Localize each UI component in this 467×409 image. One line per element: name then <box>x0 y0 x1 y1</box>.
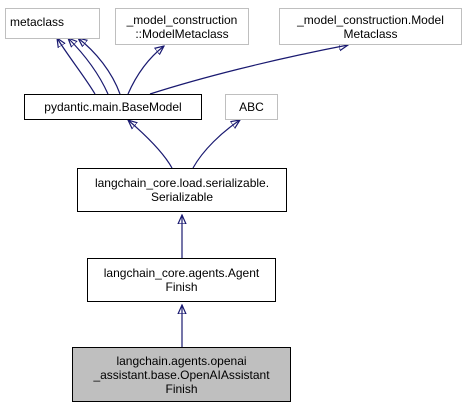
node-base-model-line-1: pydantic.main.BaseModel <box>44 100 182 114</box>
edge-serializable-basemodel <box>128 120 173 169</box>
node-serializable-line-1: langchain_core.load.serializable. <box>94 176 270 190</box>
node-model-metaclass-2-line-1: _model_construction.Model <box>297 12 444 27</box>
node-abc[interactable]: ABC <box>225 94 278 120</box>
edge-basemodel-modelmetaclass <box>127 46 164 95</box>
node-openai-assistant-finish-line-1: langchain.agents.openai <box>116 353 247 368</box>
node-serializable-line-2: Serializable <box>150 190 214 204</box>
node-model-metaclass-1[interactable]: _model_construction ::ModelMetaclass <box>115 8 249 45</box>
node-metaclass[interactable]: metaclass <box>5 8 100 39</box>
node-agent-finish[interactable]: langchain_core.agents.Agent Finish <box>87 258 276 302</box>
node-openai-assistant-finish-line-3: Finish <box>165 381 198 396</box>
node-openai-assistant-finish[interactable]: langchain.agents.openai _assistant.base.… <box>72 347 291 402</box>
node-model-metaclass-1-line-2: ::ModelMetaclass <box>135 26 229 41</box>
node-model-metaclass-1-line-1: _model_construction <box>126 12 238 27</box>
node-serializable[interactable]: langchain_core.load.serializable. Serial… <box>77 168 287 212</box>
edge-serializable-abc <box>192 120 240 169</box>
node-base-model[interactable]: pydantic.main.BaseModel <box>24 94 202 120</box>
node-metaclass-line-1: metaclass <box>10 15 65 29</box>
node-model-metaclass-2[interactable]: _model_construction.Model Metaclass <box>279 8 462 45</box>
node-openai-assistant-finish-line-2: _assistant.base.OpenAIAssistant <box>93 367 270 382</box>
edge-basemodel-metaclass-b <box>68 38 109 95</box>
edge-basemodel-metaclass-c <box>78 38 121 95</box>
node-agent-finish-line-2: Finish <box>165 280 198 294</box>
edge-basemodel-metaclass-a <box>57 38 96 95</box>
edge-basemodel-modelmetaclass2 <box>149 45 348 95</box>
node-agent-finish-line-1: langchain_core.agents.Agent <box>103 266 260 280</box>
node-abc-line-1: ABC <box>239 100 264 114</box>
node-model-metaclass-2-line-2: Metaclass <box>343 26 398 41</box>
